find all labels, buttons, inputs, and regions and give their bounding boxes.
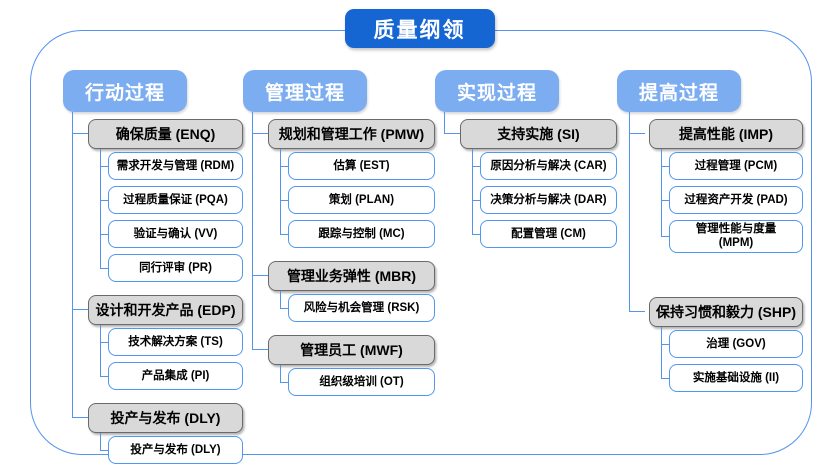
- leaf-branch: 产品集成 (PI): [100, 359, 243, 393]
- group-branch: 确保质量 (ENQ) 需求开发与管理 (RDM) 过程质量保证 (PQA) 验证与确认…: [72, 112, 243, 288]
- group-branch: 管理员工 (MWF) 组织级培训 (OT): [252, 328, 435, 402]
- leaf-list: 需求开发与管理 (RDM) 过程质量保证 (PQA) 验证与确认 (VV) 同行评审 …: [100, 149, 243, 285]
- leaf-branch: 决策分析与解决 (DAR): [472, 183, 617, 217]
- leaf-branch: 估算 (EST): [280, 149, 435, 183]
- group-list: 确保质量 (ENQ) 需求开发与管理 (RDM) 过程质量保证 (PQA) 验证与确认…: [72, 112, 243, 470]
- leaf-node: 投产与发布 (DLY): [108, 436, 243, 464]
- group-branch: 管理业务弹性 (MBR) 风险与机会管理 (RSK): [252, 254, 435, 328]
- leaf-branch: 策划 (PLAN): [280, 183, 435, 217]
- group-list: 提高性能 (IMP) 过程管理 (PCM) 过程资产开发 (PAD) 管理性能与度量 …: [629, 112, 803, 398]
- leaf-branch: 原因分析与解决 (CAR): [472, 149, 617, 183]
- leaf-node: 过程质量保证 (PQA): [108, 186, 243, 214]
- group-node: 管理业务弹性 (MBR): [268, 261, 435, 291]
- leaf-node: 估算 (EST): [288, 152, 435, 180]
- leaf-list: 过程管理 (PCM) 过程资产开发 (PAD) 管理性能与度量 (MPM): [661, 149, 803, 256]
- leaf-node: 配置管理 (CM): [480, 220, 617, 248]
- group-branch: 提高性能 (IMP) 过程管理 (PCM) 过程资产开发 (PAD) 管理性能与度量 …: [629, 112, 803, 259]
- leaf-node: 技术解决方案 (TS): [108, 328, 243, 356]
- leaf-node: 同行评审 (PR): [108, 254, 243, 282]
- leaf-node: 原因分析与解决 (CAR): [480, 152, 617, 180]
- leaf-node: 需求开发与管理 (RDM): [108, 152, 243, 180]
- leaf-list: 风险与机会管理 (RSK): [280, 291, 435, 325]
- group-branch: 规划和管理工作 (PMW) 估算 (EST) 策划 (PLAN) 跟踪与控制 (MC): [252, 112, 435, 254]
- leaf-branch: 验证与确认 (VV): [100, 217, 243, 251]
- leaf-node: 实施基础设施 (II): [669, 363, 803, 392]
- leaf-node: 过程资产开发 (PAD): [669, 186, 803, 214]
- group-node: 管理员工 (MWF): [268, 335, 435, 365]
- leaf-branch: 组织级培训 (OT): [280, 365, 435, 399]
- leaf-list: 估算 (EST) 策划 (PLAN) 跟踪与控制 (MC): [280, 149, 435, 251]
- leaf-branch: 跟踪与控制 (MC): [280, 217, 435, 251]
- group-list: 规划和管理工作 (PMW) 估算 (EST) 策划 (PLAN) 跟踪与控制 (MC)…: [252, 112, 435, 402]
- leaf-branch: 治理 (GOV): [661, 326, 803, 361]
- process-column: 行动过程确保质量 (ENQ) 需求开发与管理 (RDM) 过程质量保证 (PQA) 验…: [63, 70, 243, 470]
- leaf-node: 产品集成 (PI): [108, 362, 243, 390]
- leaf-branch: 过程管理 (PCM): [661, 149, 803, 183]
- group-list: 支持实施 (SI) 原因分析与解决 (CAR) 决策分析与解决 (DAR) 配置管理 …: [444, 112, 617, 254]
- diagram-title: 质量纲领: [344, 9, 495, 48]
- group-node: 设计和开发产品 (EDP): [88, 295, 243, 325]
- column-header: 实现过程: [435, 70, 559, 112]
- column-header: 行动过程: [63, 70, 187, 112]
- leaf-branch: 需求开发与管理 (RDM): [100, 149, 243, 183]
- group-node: 确保质量 (ENQ): [88, 119, 243, 149]
- leaf-branch: 过程质量保证 (PQA): [100, 183, 243, 217]
- leaf-branch: 过程资产开发 (PAD): [661, 183, 803, 217]
- group-node: 保持习惯和毅力 (SHP): [649, 296, 803, 327]
- column-header: 提高过程: [617, 70, 741, 112]
- leaf-branch: 实施基础设施 (II): [661, 360, 803, 395]
- leaf-list: 投产与发布 (DLY): [100, 433, 243, 467]
- leaf-node: 管理性能与度量 (MPM): [669, 220, 803, 253]
- leaf-branch: 风险与机会管理 (RSK): [280, 291, 435, 325]
- leaf-list: 治理 (GOV) 实施基础设施 (II): [661, 326, 803, 395]
- leaf-node: 组织级培训 (OT): [288, 368, 435, 396]
- column-header: 管理过程: [243, 70, 367, 112]
- leaf-branch: 同行评审 (PR): [100, 251, 243, 285]
- leaf-branch: 技术解决方案 (TS): [100, 325, 243, 359]
- process-column: 管理过程规划和管理工作 (PMW) 估算 (EST) 策划 (PLAN) 跟踪与控制 …: [243, 70, 435, 470]
- leaf-node: 跟踪与控制 (MC): [288, 220, 435, 248]
- leaf-node: 风险与机会管理 (RSK): [288, 294, 435, 322]
- group-branch: 保持习惯和毅力 (SHP)治理 (GOV) 实施基础设施 (II): [629, 258, 803, 398]
- group-branch: 支持实施 (SI) 原因分析与解决 (CAR) 决策分析与解决 (DAR) 配置管理 …: [444, 112, 617, 254]
- leaf-node: 决策分析与解决 (DAR): [480, 186, 617, 214]
- leaf-list: 原因分析与解决 (CAR) 决策分析与解决 (DAR) 配置管理 (CM): [472, 149, 617, 251]
- group-node: 投产与发布 (DLY): [88, 403, 243, 433]
- group-node: 规划和管理工作 (PMW): [268, 119, 435, 149]
- leaf-node: 过程管理 (PCM): [669, 152, 803, 180]
- group-branch: 设计和开发产品 (EDP) 技术解决方案 (TS) 产品集成 (PI): [72, 288, 243, 396]
- process-columns: 行动过程确保质量 (ENQ) 需求开发与管理 (RDM) 过程质量保证 (PQA) 验…: [63, 70, 803, 470]
- process-column: 提高过程提高性能 (IMP) 过程管理 (PCM) 过程资产开发 (PAD) 管理性能…: [617, 70, 803, 470]
- leaf-branch: 配置管理 (CM): [472, 217, 617, 251]
- leaf-branch: 管理性能与度量 (MPM): [661, 217, 803, 256]
- leaf-list: 组织级培训 (OT): [280, 365, 435, 399]
- leaf-list: 技术解决方案 (TS) 产品集成 (PI): [100, 325, 243, 393]
- process-column: 实现过程支持实施 (SI) 原因分析与解决 (CAR) 决策分析与解决 (DAR) 配…: [435, 70, 617, 470]
- leaf-branch: 投产与发布 (DLY): [100, 433, 243, 467]
- group-branch: 投产与发布 (DLY) 投产与发布 (DLY): [72, 396, 243, 470]
- leaf-node: 治理 (GOV): [669, 329, 803, 358]
- group-node: 支持实施 (SI): [460, 119, 617, 149]
- leaf-node: 验证与确认 (VV): [108, 220, 243, 248]
- leaf-node: 策划 (PLAN): [288, 186, 435, 214]
- group-node: 提高性能 (IMP): [649, 119, 803, 149]
